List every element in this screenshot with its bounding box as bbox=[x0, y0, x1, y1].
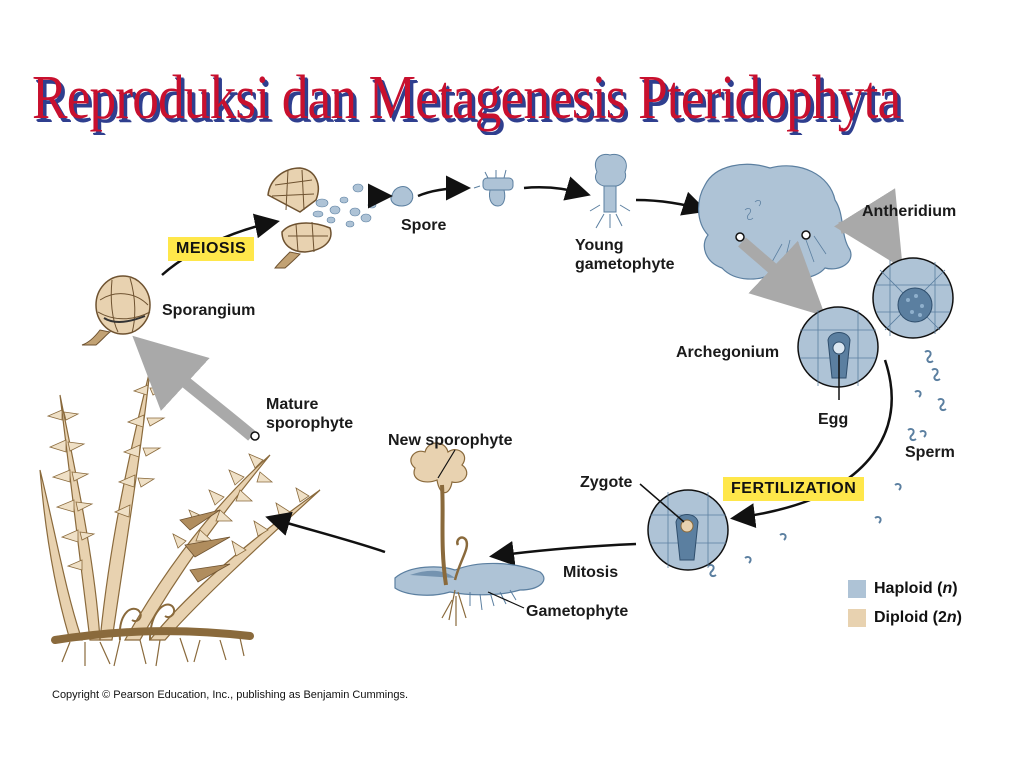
legend-haploid-label: Haploid (n) bbox=[874, 580, 958, 597]
label-sporangium: Sporangium bbox=[162, 302, 256, 319]
archegonium-enlargement bbox=[797, 306, 879, 400]
label-antheridium: Antheridium bbox=[862, 203, 957, 220]
antheridium-enlargement bbox=[872, 257, 954, 339]
label-young-gametophyte-2: gametophyte bbox=[575, 256, 675, 273]
mature-gametophyte-illustration bbox=[698, 163, 852, 280]
label-archegonium: Archegonium bbox=[676, 344, 780, 361]
label-mitosis: Mitosis bbox=[563, 564, 619, 581]
label-mature-sporophyte-2: sporophyte bbox=[266, 415, 354, 432]
label-egg: Egg bbox=[818, 411, 849, 428]
new-sporophyte-illustration bbox=[394, 442, 545, 626]
copyright-notice: Copyright © Pearson Education, Inc., pub… bbox=[52, 689, 409, 701]
label-young-gametophyte-1: Young bbox=[575, 237, 624, 254]
sporangium-illustration bbox=[81, 275, 151, 346]
diploid-swatch bbox=[848, 609, 866, 627]
zygote-enlargement bbox=[639, 483, 729, 571]
label-mature-sporophyte-1: Mature bbox=[266, 396, 319, 413]
legend-haploid: Haploid (n) bbox=[848, 580, 958, 598]
label-gametophyte: Gametophyte bbox=[526, 603, 629, 620]
spore-illustration bbox=[390, 186, 414, 207]
meiosis-tag: MEIOSIS bbox=[168, 237, 255, 261]
label-zygote: Zygote bbox=[580, 474, 633, 491]
label-spore: Spore bbox=[401, 217, 447, 234]
haploid-swatch bbox=[848, 580, 866, 598]
open-sporangium-illustration bbox=[267, 167, 377, 269]
legend-diploid: Diploid (2n) bbox=[848, 609, 962, 627]
label-sperm: Sperm bbox=[905, 444, 955, 461]
label-new-sporophyte: New sporophyte bbox=[388, 432, 513, 449]
fertilization-tag: FERTILIZATION bbox=[723, 477, 865, 501]
legend-diploid-label: Diploid (2n) bbox=[874, 609, 962, 626]
young-gametophyte-illustration bbox=[589, 153, 631, 229]
germinating-spore-illustration bbox=[473, 169, 514, 207]
sperm-cells bbox=[707, 349, 947, 578]
